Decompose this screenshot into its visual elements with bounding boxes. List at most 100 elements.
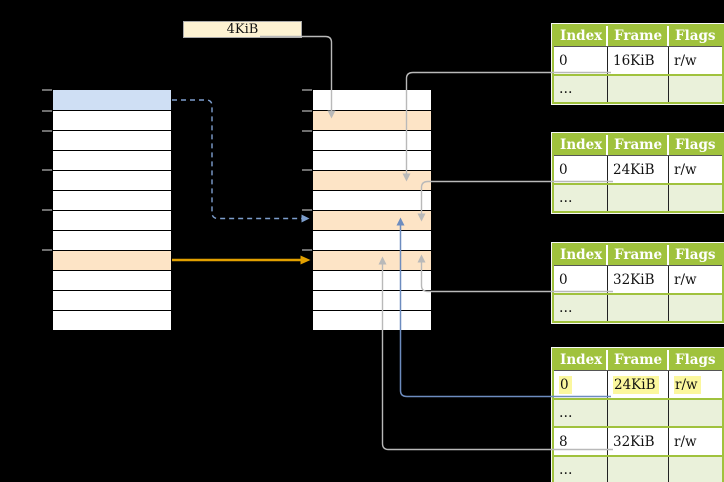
ellipsis-row: …	[554, 74, 722, 102]
address-tick	[42, 209, 52, 211]
table-cell	[608, 400, 669, 426]
column-header-frame: Frame	[608, 135, 669, 155]
table-cell: 0	[554, 47, 608, 74]
virtual-page-row-white	[53, 190, 171, 210]
table-cell	[669, 457, 722, 482]
directory-entry-row-white	[313, 290, 431, 310]
table-cell: 0	[554, 266, 608, 293]
virtual-page-row-white	[53, 110, 171, 130]
column-header-frame: Frame	[608, 245, 669, 265]
table-cell: r/w	[674, 52, 697, 69]
column-header-index: Index	[554, 135, 608, 155]
ellipsis-row: …	[554, 293, 722, 321]
highlighted-value: 24KiB	[613, 375, 659, 394]
virtual-page-row-white	[53, 170, 171, 190]
virtual-page-row-white	[53, 230, 171, 250]
table-cell	[608, 295, 669, 321]
table-cell: 8	[554, 428, 608, 455]
directory-entry-row-white	[313, 190, 431, 210]
table-cell: 0	[554, 156, 608, 183]
table-cell: …	[554, 185, 608, 211]
table-cell	[669, 76, 722, 102]
table-cell: r/w	[674, 433, 697, 450]
table-cell: 24KiB	[608, 371, 669, 398]
table-cell: 32KiB	[608, 428, 669, 455]
directory-entry-row-white	[313, 150, 431, 170]
arrow-bluepage-to-directory	[172, 99, 310, 223]
table-cell: r/w	[674, 161, 697, 178]
page-directory-column	[312, 89, 432, 331]
address-tick	[302, 249, 312, 251]
table-cell	[669, 295, 722, 321]
address-tick	[302, 110, 312, 112]
table-cell: …	[554, 295, 608, 321]
column-header-frame: Frame	[608, 26, 669, 46]
column-header-flags: Flags	[675, 247, 716, 263]
table-cell: …	[554, 400, 608, 426]
table-cell: 16KiB	[608, 47, 669, 74]
virtual-memory-column	[52, 89, 172, 331]
table-cell: …	[554, 457, 608, 482]
ellipsis-row: …	[554, 183, 722, 211]
column-header-index: Index	[554, 245, 608, 265]
address-tick	[42, 249, 52, 251]
column-header-index: Index	[554, 26, 608, 46]
table-cell	[608, 76, 669, 102]
column-header-flags: Flags	[675, 137, 716, 153]
column-header-flags: Flags	[675, 28, 716, 44]
virtual-page-row-white	[53, 270, 171, 290]
table-cell	[669, 400, 722, 426]
ellipsis-row: …	[554, 455, 722, 482]
directory-entry-row-white	[313, 90, 431, 110]
table-cell: r/w	[674, 271, 697, 288]
directory-entry-row-white	[313, 230, 431, 250]
table-cell: r/w	[669, 371, 722, 398]
table-cell	[608, 457, 669, 482]
directory-entry-row-orange	[313, 250, 431, 270]
directory-entry-row-orange	[313, 110, 431, 130]
table-cell	[608, 185, 669, 211]
table-cell: …	[554, 76, 608, 102]
directory-entry-row-orange	[313, 210, 431, 230]
highlighted-value: r/w	[674, 375, 701, 394]
directory-entry-row-white	[313, 270, 431, 290]
column-header-frame: Frame	[608, 350, 669, 370]
virtual-page-row-white	[53, 210, 171, 230]
address-tick	[302, 209, 312, 211]
ellipsis-row: …	[554, 398, 722, 426]
address-tick	[42, 89, 52, 91]
address-tick	[302, 169, 312, 171]
virtual-page-row-white	[53, 310, 171, 330]
virtual-page-row-blue	[53, 90, 171, 110]
page-size-label: 4KiB	[183, 21, 302, 38]
address-tick	[42, 169, 52, 171]
directory-entry-row-white	[313, 130, 431, 150]
address-tick	[302, 89, 312, 91]
directory-entry-row-white	[313, 310, 431, 330]
virtual-page-row-white	[53, 130, 171, 150]
virtual-page-row-orange	[53, 250, 171, 270]
address-tick	[42, 130, 52, 132]
table-cell	[669, 185, 722, 211]
table-cell: 0	[554, 371, 608, 398]
column-header-flags: Flags	[675, 352, 716, 368]
highlighted-value: 0	[559, 375, 572, 394]
address-tick	[302, 130, 312, 132]
address-tick	[42, 110, 52, 112]
virtual-page-row-white	[53, 290, 171, 310]
virtual-page-row-white	[53, 150, 171, 170]
table-row: 0 24KiB r/w	[554, 370, 722, 398]
directory-entry-row-orange	[313, 170, 431, 190]
